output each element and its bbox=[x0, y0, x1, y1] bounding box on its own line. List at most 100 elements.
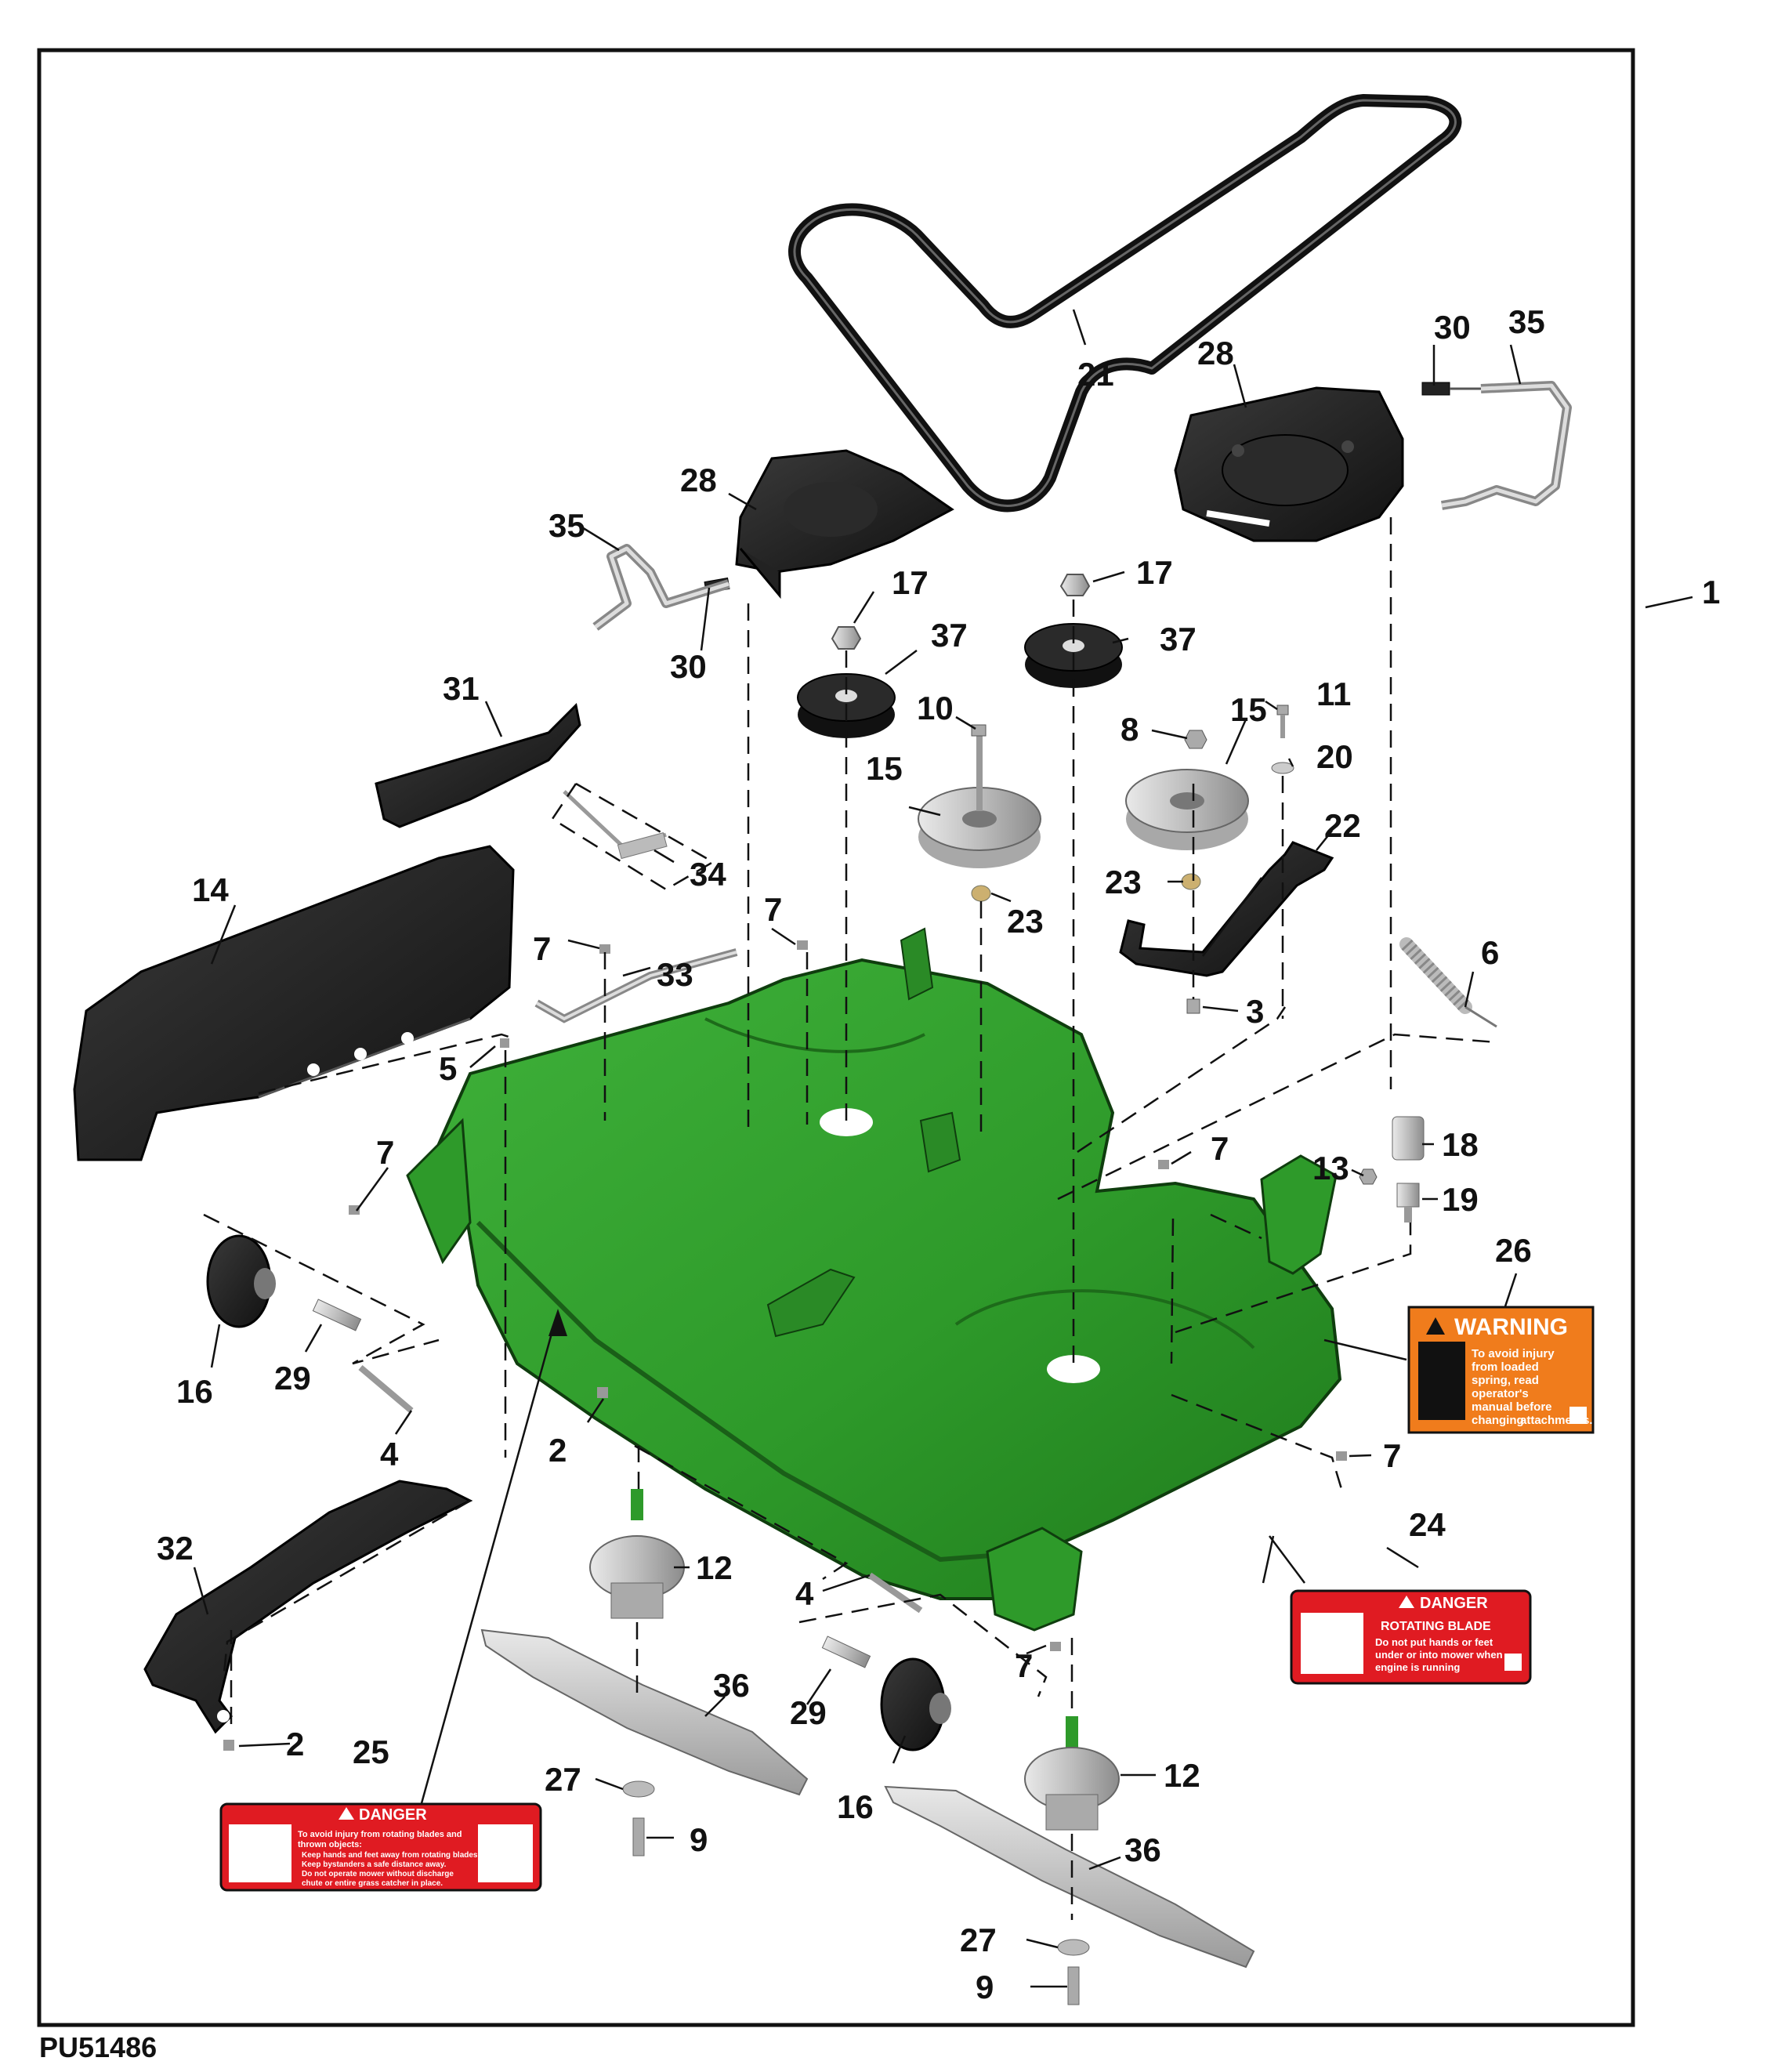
callout-20: 20 bbox=[1316, 738, 1353, 775]
callout-14: 14 bbox=[192, 871, 229, 908]
callout-4b: 4 bbox=[795, 1575, 814, 1612]
callout-10: 10 bbox=[917, 690, 954, 726]
callout-4a: 4 bbox=[380, 1436, 399, 1472]
danger-24-header: DANGER bbox=[1420, 1595, 1488, 1612]
callout-29a: 29 bbox=[274, 1360, 311, 1396]
callout-28a: 28 bbox=[1197, 335, 1234, 371]
danger-25-line-1: To avoid injury from rotating blades and bbox=[298, 1830, 462, 1839]
callout-2a: 2 bbox=[548, 1432, 567, 1469]
bolt-7-6 bbox=[1050, 1642, 1061, 1651]
danger-25-line-5: Do not operate mower without discharge bbox=[302, 1870, 454, 1878]
callout-1: 1 bbox=[1702, 574, 1720, 610]
bolt-3 bbox=[1186, 998, 1200, 1014]
callout-17a: 17 bbox=[892, 564, 929, 601]
danger-25-header: DANGER bbox=[359, 1806, 427, 1824]
warning-decal: WARNING To avoid injury from loaded spri… bbox=[1407, 1306, 1595, 1434]
callout-labels: 1 21 28 28 30 35 35 30 17 17 37 37 10 15… bbox=[157, 303, 1720, 2005]
callout-9a: 9 bbox=[690, 1821, 708, 1858]
callout-7f: 7 bbox=[1015, 1647, 1033, 1684]
callout-16a: 16 bbox=[176, 1373, 213, 1410]
callout-22: 22 bbox=[1324, 807, 1361, 844]
pulley-15-right bbox=[1125, 769, 1249, 850]
assembly-lines bbox=[203, 517, 1497, 1920]
bolt-7-4 bbox=[349, 1205, 360, 1215]
callout-11: 11 bbox=[1316, 676, 1351, 712]
washer-27-left bbox=[622, 1780, 655, 1798]
callout-30b: 30 bbox=[670, 648, 707, 685]
belt-shield-left bbox=[735, 449, 954, 600]
idler-bracket bbox=[1119, 841, 1334, 977]
deck-bracket-front bbox=[986, 1527, 1083, 1632]
danger-24-title: ROTATING BLADE bbox=[1381, 1620, 1491, 1633]
danger-25-line-3: Keep hands and feet away from rotating b… bbox=[302, 1851, 480, 1860]
drive-belt bbox=[788, 94, 1462, 513]
callout-29b: 29 bbox=[790, 1694, 827, 1731]
callout-7a: 7 bbox=[533, 930, 551, 967]
bushing-23-right bbox=[1181, 873, 1201, 890]
callout-36a: 36 bbox=[713, 1667, 750, 1704]
bolt-7-5 bbox=[1336, 1451, 1347, 1461]
callout-30a: 30 bbox=[1434, 309, 1471, 346]
nut-17-left bbox=[831, 626, 862, 650]
rod-right bbox=[1441, 381, 1572, 510]
bolt-2-2 bbox=[223, 1740, 234, 1751]
callout-2b: 2 bbox=[286, 1726, 304, 1762]
callout-5: 5 bbox=[439, 1050, 457, 1087]
belt-shield-right bbox=[1174, 386, 1404, 542]
gauge-wheel-left bbox=[206, 1234, 276, 1328]
callout-37b: 37 bbox=[1160, 621, 1197, 657]
danger-25-line-4: Keep bystanders a safe distance away. bbox=[302, 1860, 447, 1869]
spindle-left bbox=[589, 1489, 685, 1619]
callout-8: 8 bbox=[1121, 711, 1139, 748]
callout-12b: 12 bbox=[1164, 1757, 1200, 1794]
callout-15a: 15 bbox=[866, 750, 903, 787]
warning-line-6: changing bbox=[1472, 1414, 1524, 1427]
torsion-spring bbox=[563, 790, 668, 860]
callout-9b: 9 bbox=[976, 1969, 994, 2005]
extension-spring bbox=[1399, 937, 1497, 1028]
bolt-4-left bbox=[358, 1364, 414, 1414]
danger-decal-25: DANGER To avoid injury from rotating bla… bbox=[219, 1802, 542, 1892]
bolt-5 bbox=[500, 1038, 509, 1048]
washer-27-right bbox=[1057, 1939, 1090, 1956]
callout-26: 26 bbox=[1495, 1232, 1532, 1269]
callout-24: 24 bbox=[1409, 1506, 1446, 1543]
warning-line-1: To avoid injury bbox=[1472, 1347, 1555, 1360]
callout-31: 31 bbox=[443, 670, 480, 707]
callout-36b: 36 bbox=[1124, 1831, 1161, 1868]
bolt-9-right bbox=[1067, 1966, 1080, 2005]
blade-right bbox=[884, 1785, 1255, 1969]
bolt-11 bbox=[1276, 705, 1289, 738]
danger-24-line-1: Do not put hands or feet bbox=[1375, 1636, 1493, 1648]
spring-right bbox=[1421, 382, 1481, 396]
warning-line-4: operator's bbox=[1472, 1387, 1529, 1400]
callout-25: 25 bbox=[353, 1733, 389, 1770]
callout-7e: 7 bbox=[1383, 1437, 1401, 1474]
blade-left bbox=[480, 1628, 809, 1796]
lift-rod-33 bbox=[534, 948, 738, 1023]
callout-13: 13 bbox=[1312, 1150, 1349, 1186]
bolt-9-left bbox=[632, 1817, 645, 1856]
bolt-7-1 bbox=[599, 944, 610, 954]
rod-left bbox=[592, 544, 730, 631]
callout-19: 19 bbox=[1442, 1181, 1479, 1218]
callout-21: 21 bbox=[1077, 356, 1114, 393]
callout-6: 6 bbox=[1481, 934, 1499, 971]
warning-line-2: from loaded bbox=[1472, 1360, 1539, 1374]
spindle-right bbox=[1024, 1716, 1120, 1831]
danger-25-line-2: thrown objects: bbox=[298, 1840, 362, 1849]
callout-27b: 27 bbox=[960, 1922, 997, 1958]
danger-24-line-2: under or into mower when bbox=[1375, 1649, 1503, 1661]
callout-16b: 16 bbox=[837, 1788, 874, 1825]
mower-deck bbox=[436, 927, 1342, 1600]
bolt-2-1 bbox=[597, 1387, 608, 1398]
callout-28b: 28 bbox=[680, 462, 717, 498]
pulley-15-left bbox=[918, 733, 1041, 868]
diagram-frame bbox=[37, 48, 1635, 2027]
warning-header: WARNING bbox=[1454, 1314, 1568, 1340]
baffle-32 bbox=[143, 1480, 473, 1734]
gauge-wheel-right bbox=[880, 1657, 951, 1751]
callout-34: 34 bbox=[690, 856, 726, 893]
bolt-10 bbox=[971, 724, 987, 737]
